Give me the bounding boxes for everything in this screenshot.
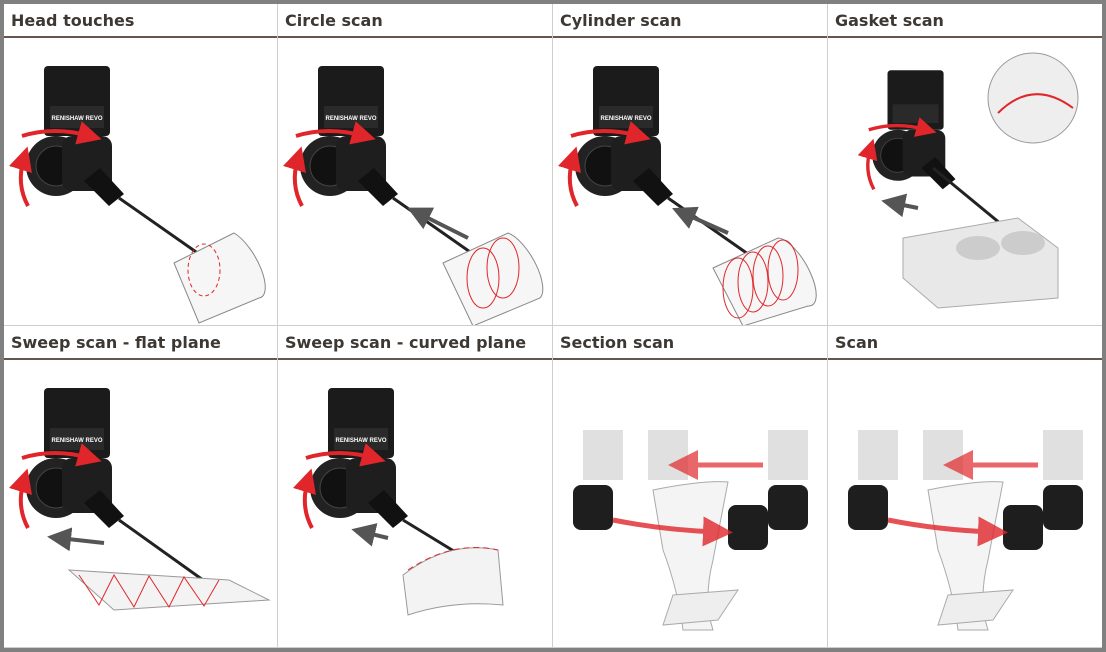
probe-sweep-flat-plane-image: RENISHAW REVO (4, 360, 277, 647)
probes-section-scan-blade-image (553, 360, 827, 647)
probe-brand-label: RENISHAW REVO (325, 116, 376, 122)
probe-helix-scan-cylinder-image: RENISHAW REVO (553, 38, 827, 325)
scan-types-grid: Head touches RENISHAW REVO Circle scan R… (4, 4, 1102, 648)
cell-title: Sweep scan - curved plane (278, 326, 552, 360)
cell-title: Scan (828, 326, 1102, 360)
probe-circle-scan-cylinder-image: RENISHAW REVO (278, 38, 552, 325)
cell-scan: Scan (828, 326, 1102, 648)
cell-section-scan: Section scan (553, 326, 828, 648)
cell-cylinder-scan: Cylinder scan RENISHAW REVO (553, 4, 828, 326)
cell-sweep-scan-curved-plane: Sweep scan - curved plane RENISHAW REVO (278, 326, 553, 648)
cell-title: Circle scan (278, 4, 552, 38)
cell-title: Gasket scan (828, 4, 1102, 38)
probe-brand-label: RENISHAW REVO (51, 116, 102, 122)
probe-brand-label: RENISHAW REVO (335, 438, 386, 444)
cell-sweep-scan-flat-plane: Sweep scan - flat plane RENISHAW REVO (4, 326, 278, 648)
probe-brand-label: RENISHAW REVO (600, 116, 651, 122)
cell-head-touches: Head touches RENISHAW REVO (4, 4, 278, 326)
cell-circle-scan: Circle scan RENISHAW REVO (278, 4, 553, 326)
cell-title: Section scan (553, 326, 827, 360)
probes-scan-blade-image (828, 360, 1102, 647)
cell-gasket-scan: Gasket scan (828, 4, 1102, 326)
cell-title: Head touches (4, 4, 277, 38)
probe-brand-label: RENISHAW REVO (51, 438, 102, 444)
probe-sweep-curved-plane-image: RENISHAW REVO (278, 360, 552, 647)
cell-title: Sweep scan - flat plane (4, 326, 277, 360)
probe-gasket-scan-engine-block-image (828, 38, 1102, 325)
probe-touch-cylinder-image: RENISHAW REVO (4, 38, 277, 325)
cell-title: Cylinder scan (553, 4, 827, 38)
